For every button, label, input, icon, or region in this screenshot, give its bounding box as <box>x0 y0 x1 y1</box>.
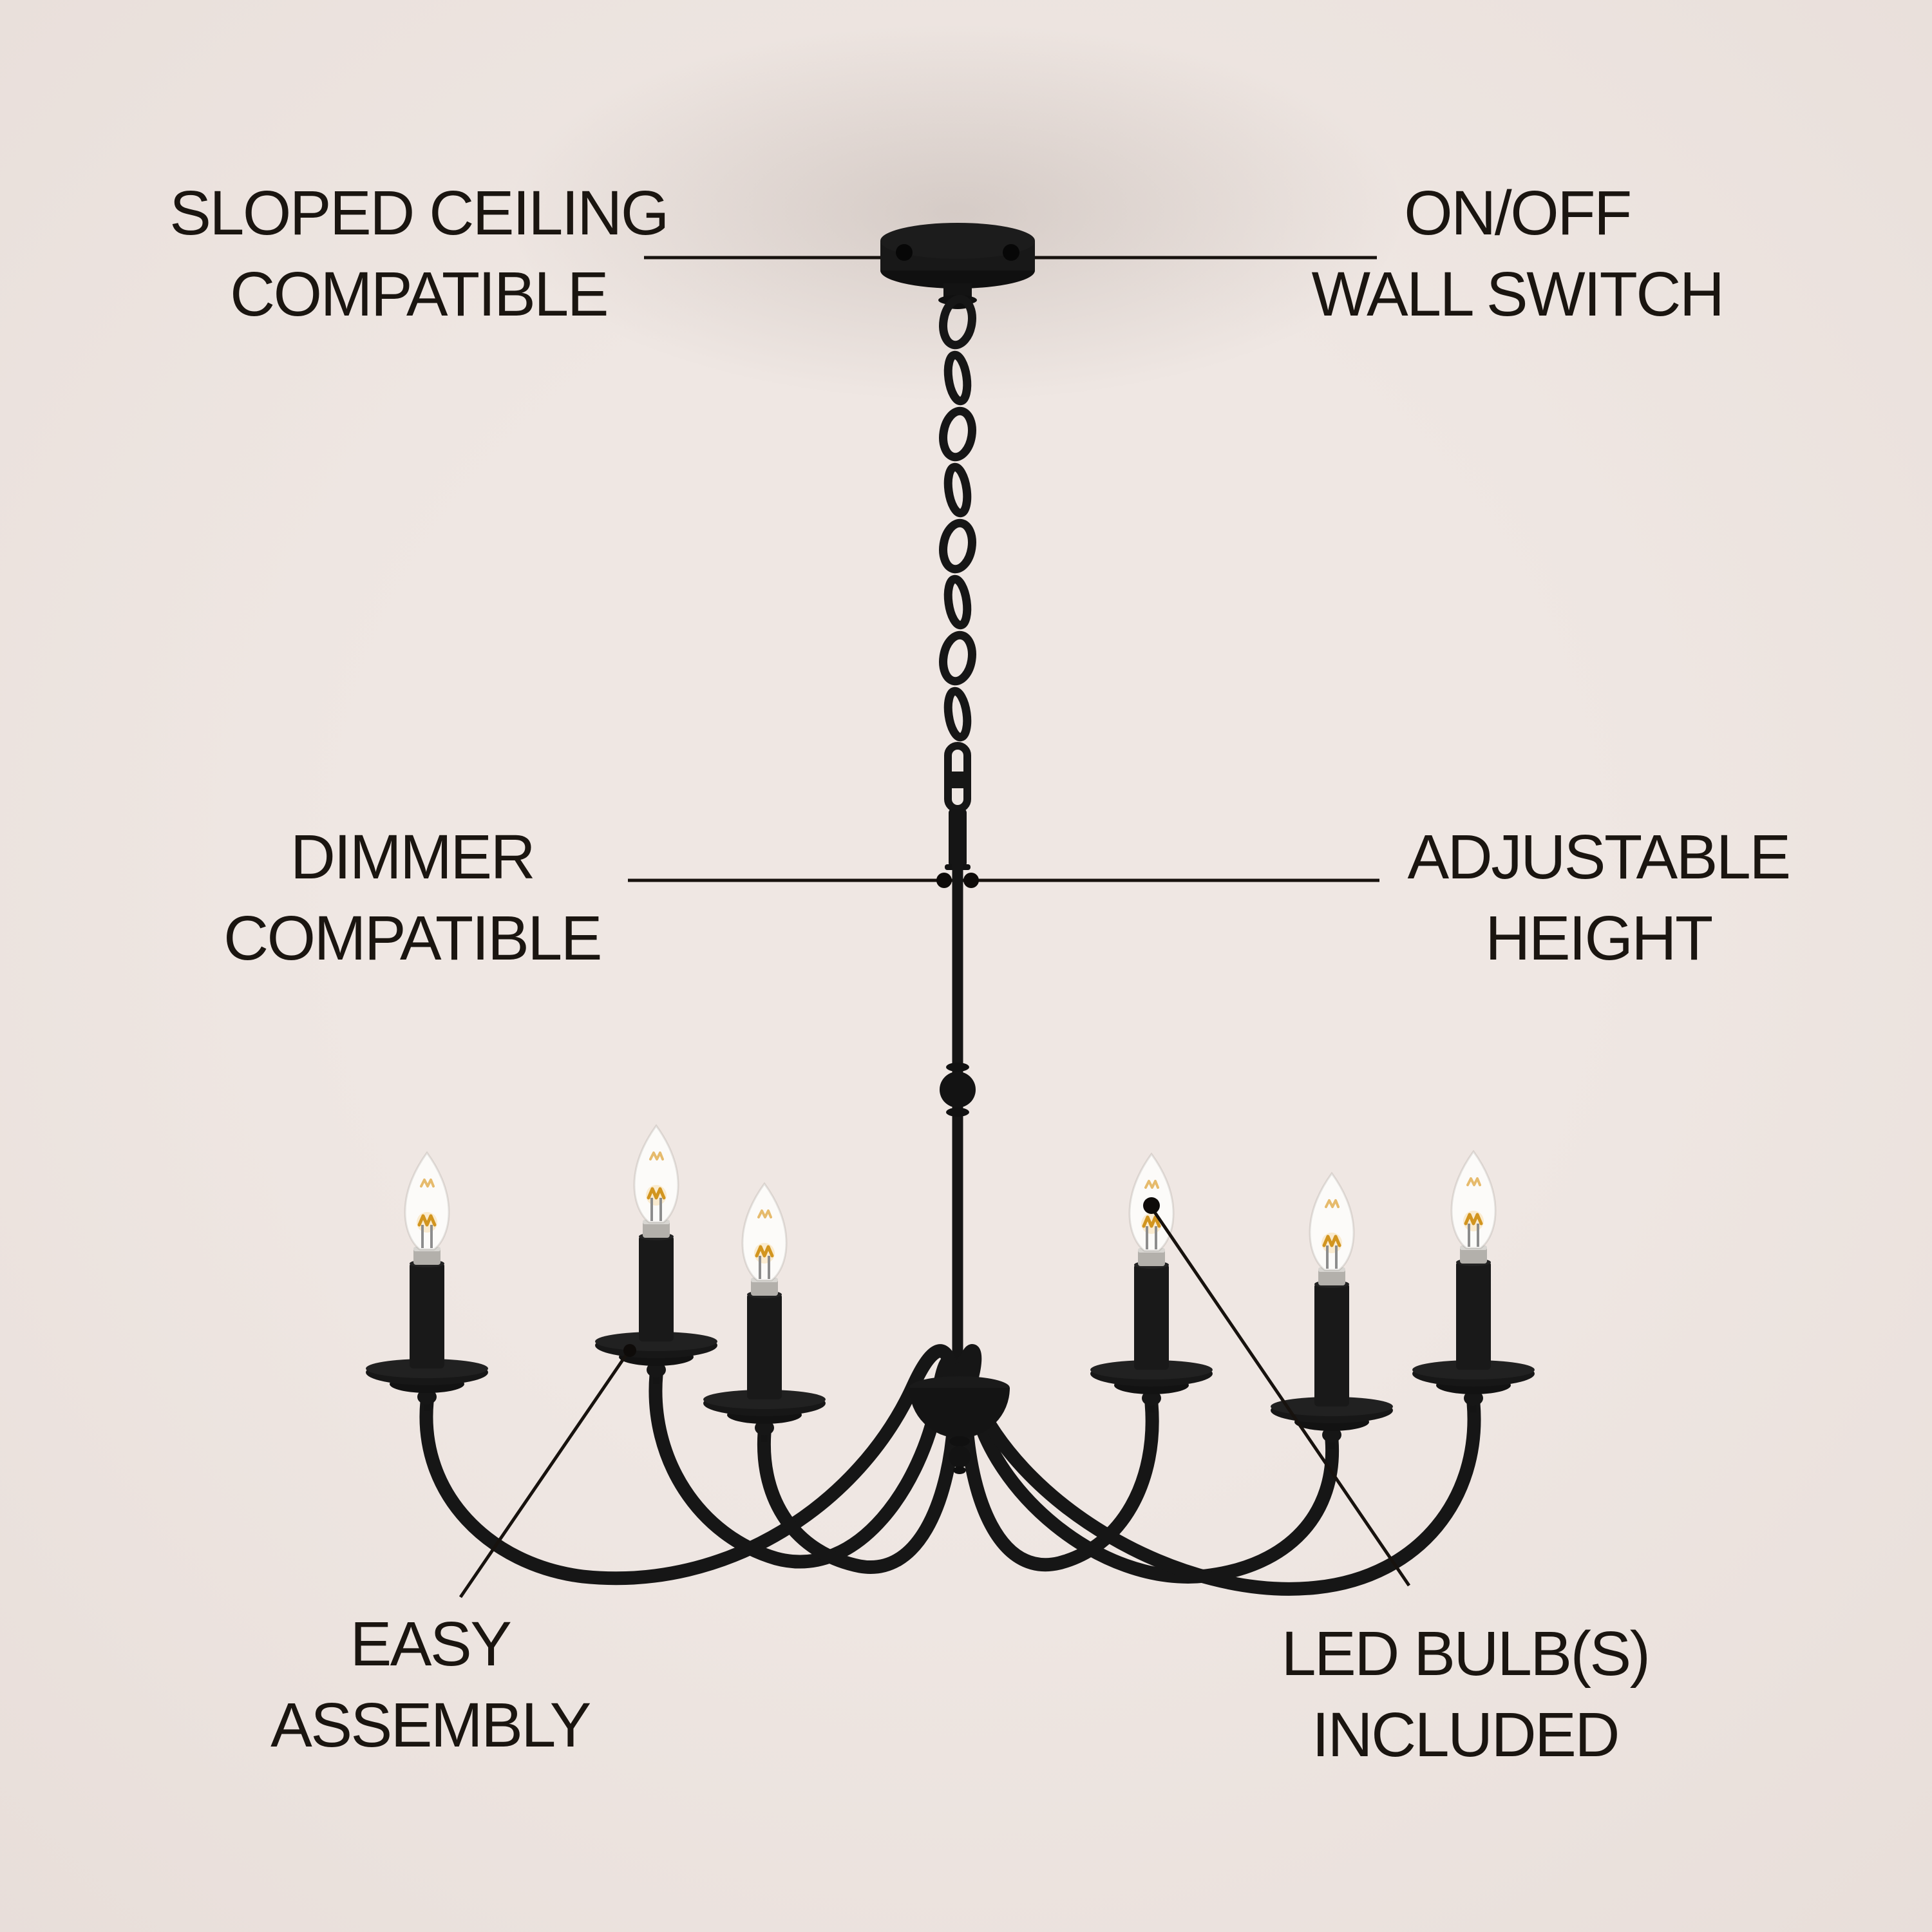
led-flame-bulb <box>741 1182 788 1282</box>
chain-link <box>943 350 972 406</box>
arm <box>956 1344 1481 1596</box>
leader-lines-behind <box>628 256 1379 882</box>
filament-coil <box>647 1187 666 1200</box>
pan-stem <box>761 1430 768 1442</box>
dimmer-marker-dot <box>963 873 979 888</box>
callout-led-bulbs-included: LED BULB(S) INCLUDED <box>1281 1613 1651 1776</box>
pan-knob <box>1322 1427 1341 1443</box>
filament-coil-upper <box>757 1209 772 1218</box>
candle-1 <box>366 1151 488 1411</box>
pan-stem <box>424 1399 430 1411</box>
pan-stem <box>1148 1401 1155 1412</box>
downrod <box>940 742 976 1394</box>
filament-coil-upper <box>1144 1180 1159 1189</box>
callout-line: EASY <box>350 1609 512 1679</box>
candle-6 <box>1412 1150 1535 1412</box>
filament-coil-upper <box>649 1151 664 1160</box>
canopy-screw <box>896 244 913 261</box>
pan-knob <box>1464 1390 1483 1406</box>
filament-coil <box>1142 1215 1161 1228</box>
callout-easy-assembly: EASY ASSEMBLY <box>270 1604 591 1766</box>
candle-4 <box>1090 1152 1213 1412</box>
hub-finial <box>949 1446 971 1468</box>
pan-stem <box>1329 1437 1335 1449</box>
callout-line: HEIGHT <box>1485 903 1713 973</box>
filament-coil <box>1464 1213 1483 1226</box>
easy-assembly-marker-dot <box>623 1344 636 1357</box>
callout-line: COMPATIBLE <box>230 259 609 329</box>
callout-line: COMPATIBLE <box>223 903 602 973</box>
callout-line: SLOPED CEILING <box>169 178 669 248</box>
chain-link <box>939 406 976 462</box>
chain-link <box>943 462 972 518</box>
candles <box>366 1124 1535 1449</box>
leader-lines-front <box>459 873 1411 1598</box>
callout-line: INCLUDED <box>1312 1700 1620 1770</box>
chain-link <box>943 687 972 742</box>
candle-3 <box>703 1182 826 1442</box>
candle-5 <box>1271 1171 1393 1449</box>
callout-line: ADJUSTABLE <box>1407 822 1791 892</box>
arm <box>419 1344 961 1586</box>
callout-line: WALL SWITCH <box>1311 259 1725 329</box>
leader-line-led-bulbs <box>1151 1208 1411 1587</box>
led-flame-bulb <box>633 1124 679 1224</box>
callout-sloped-ceiling-compatible: SLOPED CEILING COMPATIBLE <box>169 173 669 335</box>
candle-sleeve <box>1456 1261 1491 1370</box>
led-bulbs-marker-dot <box>1143 1197 1160 1214</box>
pan-knob <box>1142 1390 1161 1406</box>
callout-on-off-wall-switch: ON/OFF WALL SWITCH <box>1311 173 1725 335</box>
callout-adjustable-height: ADJUSTABLE HEIGHT <box>1407 817 1791 979</box>
candle-sleeve <box>639 1235 674 1341</box>
callout-dimmer-compatible: DIMMER COMPATIBLE <box>223 817 602 979</box>
ceiling-canopy <box>880 223 1035 309</box>
pan-knob <box>755 1420 774 1435</box>
led-flame-bulb <box>1309 1171 1355 1271</box>
leader-line-easy-assembly <box>459 1351 630 1598</box>
callout-line: ASSEMBLY <box>270 1690 591 1760</box>
chain-link <box>939 294 976 350</box>
callout-line: ON/OFF <box>1404 178 1632 248</box>
led-flame-bulb <box>1450 1150 1497 1249</box>
filament-coil <box>755 1245 774 1258</box>
callout-line: DIMMER <box>290 822 536 892</box>
hanging-chain <box>939 294 976 742</box>
filament-coil <box>417 1214 437 1227</box>
pan-knob <box>417 1389 437 1405</box>
filament-coil-upper <box>1325 1199 1340 1208</box>
filament-coil-upper <box>1466 1177 1481 1186</box>
candle-sleeve <box>410 1262 444 1368</box>
chain-link <box>939 518 976 574</box>
candle-sleeve <box>747 1293 782 1399</box>
filament-coil <box>1322 1235 1341 1247</box>
filament-coil-upper <box>420 1179 435 1188</box>
candle-sleeve <box>1314 1283 1349 1406</box>
pan-stem <box>1470 1401 1477 1412</box>
pan-stem <box>653 1372 659 1384</box>
candle-2 <box>595 1124 717 1384</box>
callout-line: LED BULB(S) <box>1281 1618 1651 1689</box>
rod-ball-detail <box>940 1072 976 1108</box>
canopy-screw <box>1003 244 1019 261</box>
pan-knob <box>647 1362 666 1378</box>
chain-link <box>939 630 976 686</box>
led-flame-bulb <box>404 1151 450 1251</box>
arm <box>649 1354 963 1569</box>
dimmer-marker-dot <box>936 873 952 888</box>
center-hub <box>909 1376 1010 1474</box>
chain-link <box>943 574 972 630</box>
candle-sleeve <box>1134 1264 1169 1370</box>
